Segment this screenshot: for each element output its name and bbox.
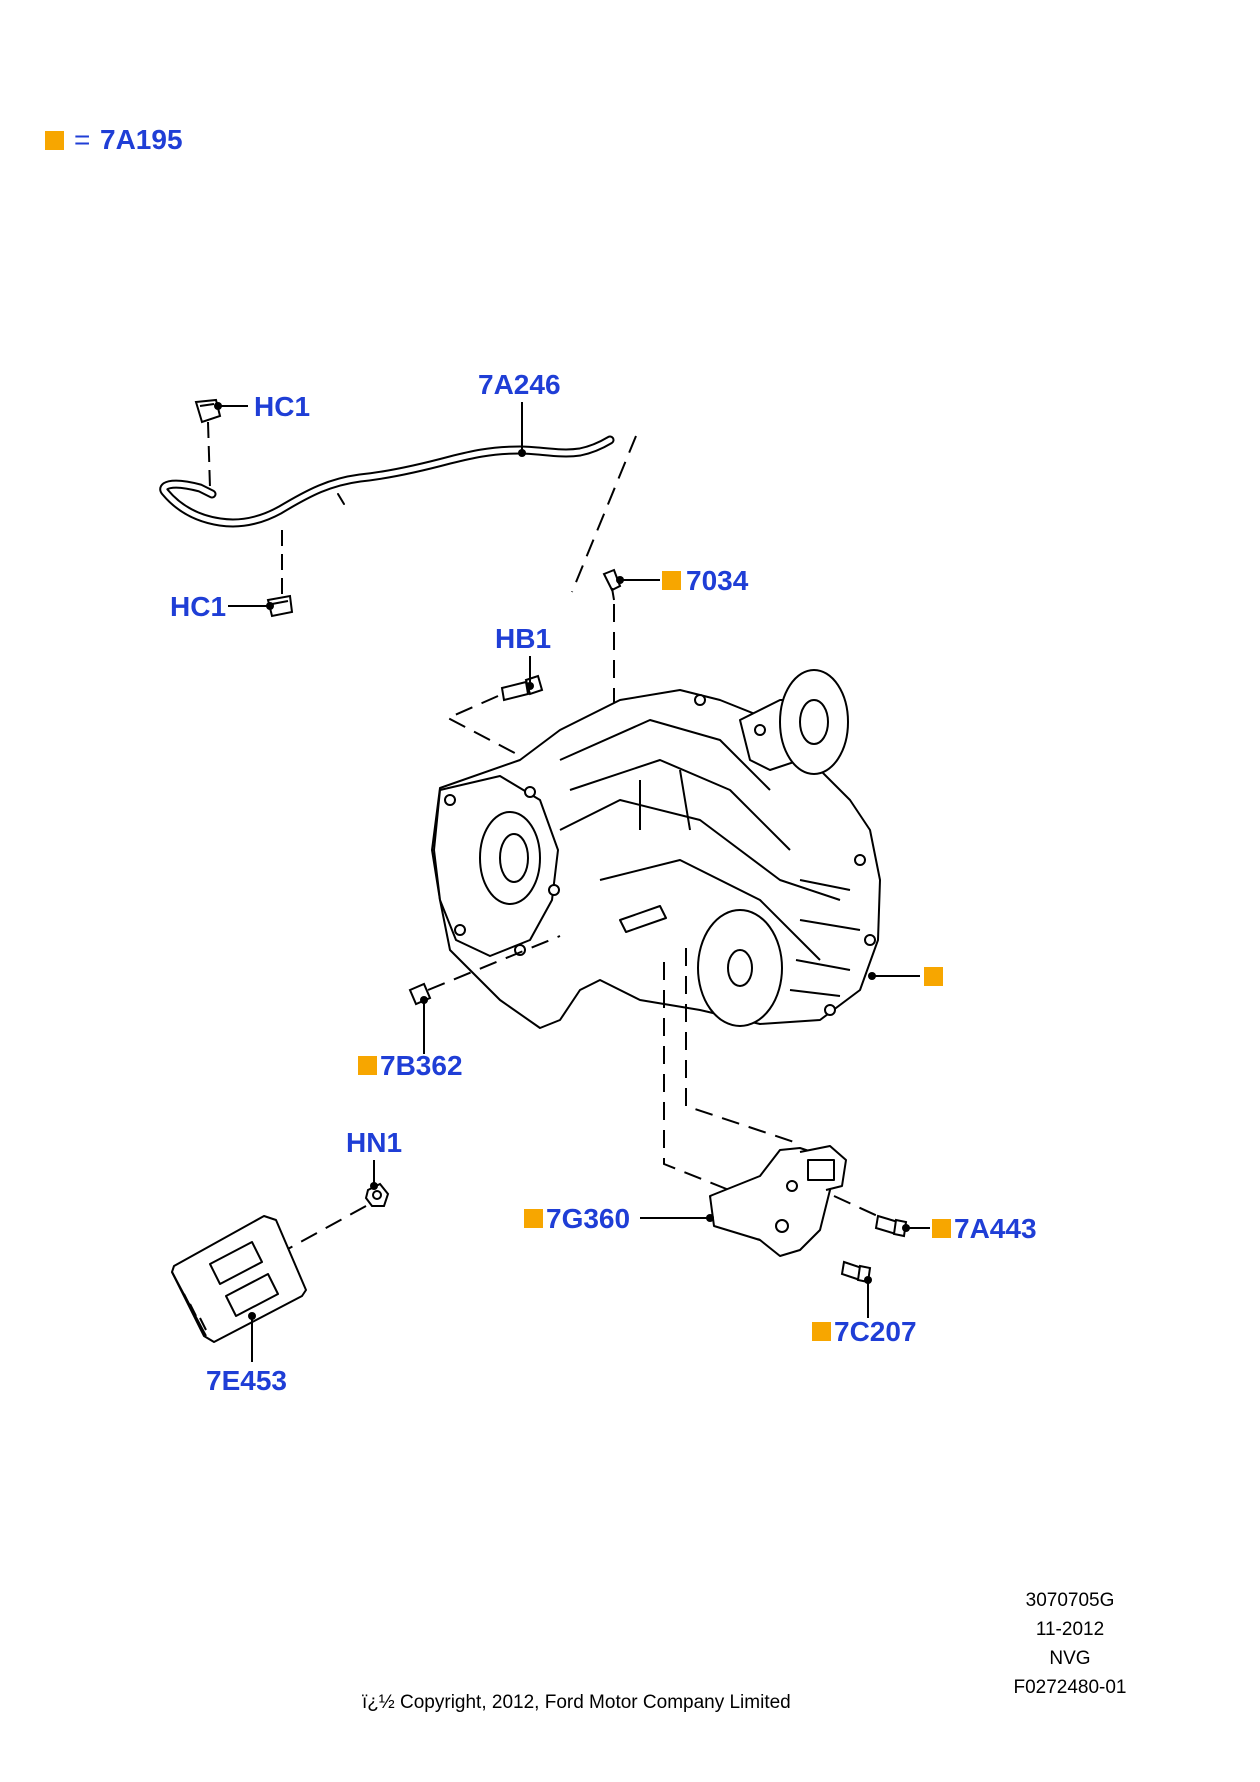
vent-fitting xyxy=(602,568,622,601)
callout-7a443: 7A443 xyxy=(954,1213,1037,1244)
leader-dashed xyxy=(663,962,745,1197)
clip-top xyxy=(194,398,222,424)
callout-marker xyxy=(524,1209,543,1228)
shift-motor-7g360 xyxy=(709,1145,847,1257)
callout-7e453: 7E453 xyxy=(206,1365,287,1396)
breather-tube xyxy=(159,435,615,528)
callout-marker xyxy=(358,1056,377,1075)
control-module-7e453 xyxy=(171,1215,307,1343)
legend-part-number: 7A195 xyxy=(100,124,183,155)
bolt-hb1 xyxy=(500,674,544,702)
leader-dashed xyxy=(685,948,801,1145)
copyright: ï¿½ Copyright, 2012, Ford Motor Company … xyxy=(362,1692,791,1713)
transfer-case-7a195 xyxy=(431,669,881,1029)
callout-hn1: HN1 xyxy=(346,1127,402,1158)
legend-equals: = xyxy=(74,124,90,155)
callout-marker xyxy=(662,571,681,590)
leader-dashed xyxy=(571,435,637,593)
callout-marker-case xyxy=(924,967,943,986)
leader-dashed xyxy=(833,1195,883,1219)
callout-hb1: HB1 xyxy=(495,623,551,654)
legend-marker xyxy=(45,131,64,150)
info-line-2: 11-2012 xyxy=(1036,1619,1104,1640)
callout-hc1-bottom: HC1 xyxy=(170,591,226,622)
callout-marker xyxy=(932,1219,951,1238)
callout-marker xyxy=(812,1322,831,1341)
nut-hn1 xyxy=(364,1182,390,1207)
callout-7034: 7034 xyxy=(686,565,749,596)
leader-dashed xyxy=(207,421,211,489)
clip-bottom xyxy=(266,594,294,618)
callout-7g360: 7G360 xyxy=(546,1203,630,1234)
info-line-4: F0272480-01 xyxy=(1013,1677,1126,1698)
leader-dashed xyxy=(445,695,529,761)
bolt-7a443 xyxy=(874,1214,908,1238)
leader-dashed xyxy=(285,1205,367,1251)
callout-7c207: 7C207 xyxy=(834,1316,917,1347)
info-line-3: NVG xyxy=(1049,1648,1090,1669)
info-line-1: 3070705G xyxy=(1026,1590,1115,1611)
callout-7b362: 7B362 xyxy=(380,1050,463,1081)
callout-7a246: 7A246 xyxy=(478,369,561,400)
callout-hc1-top: HC1 xyxy=(254,391,310,422)
leader-dashed xyxy=(427,935,561,991)
bolt-7c207 xyxy=(840,1260,872,1284)
